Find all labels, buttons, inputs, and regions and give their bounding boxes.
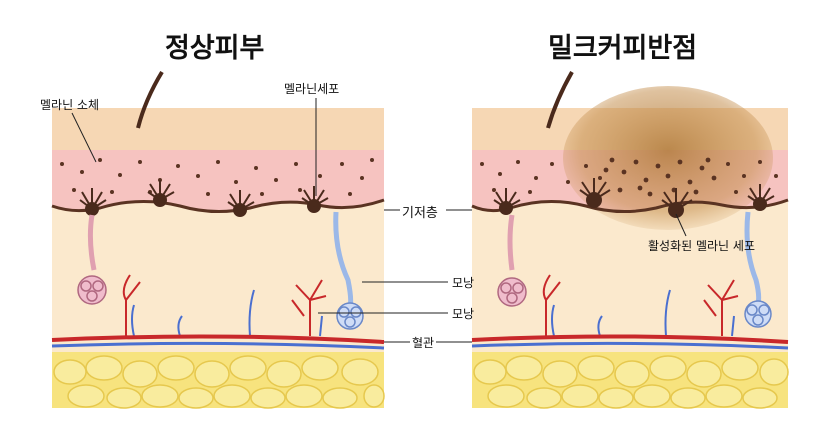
gland-coil-left [77, 275, 107, 305]
gland-coil-blue-right [744, 300, 772, 328]
vein-left [51, 341, 385, 350]
label-activated-melanocyte: 활성화된 멜라닌 세포 [648, 239, 755, 253]
capillaries-right [542, 274, 739, 337]
melanocytes-right [493, 178, 775, 218]
hair-right [546, 71, 574, 129]
title-normal-skin: 정상피부 [165, 33, 265, 64]
epidermis-left [52, 150, 384, 212]
label-follicle-1: 모낭 [452, 276, 475, 290]
gland-coil-right [497, 277, 527, 307]
label-follicle-2: 모낭 [452, 307, 475, 321]
cafe-au-lait-panel [471, 71, 789, 409]
leader-melanosome [71, 112, 97, 163]
melanocytes-left [79, 180, 329, 217]
label-blood-vessel: 혈관 [410, 334, 437, 351]
artery-right [471, 334, 789, 344]
leader-lines [71, 98, 687, 343]
title-cafe-au-lait: 밀크커피반점 [548, 33, 698, 64]
vein-right [471, 341, 789, 350]
artery-left [51, 334, 385, 344]
leader-activated [675, 213, 687, 237]
stratum-corneum-left [52, 108, 384, 150]
gland-coil-blue-left [336, 302, 364, 330]
capillaries-left [122, 274, 327, 337]
label-melanosome: 멜라닌 소체 [40, 98, 100, 112]
melanosome-dots-right [480, 157, 778, 197]
normal-skin-panel [51, 70, 385, 409]
label-melanocyte: 멜라닌세포 [284, 82, 340, 96]
fat-cells-right [473, 355, 789, 409]
label-basal-layer: 기저층 [402, 206, 438, 221]
fat-cells-left [53, 355, 385, 409]
basal-line-left [51, 198, 385, 214]
hair-left [136, 70, 164, 129]
pigment-patch [563, 86, 773, 230]
